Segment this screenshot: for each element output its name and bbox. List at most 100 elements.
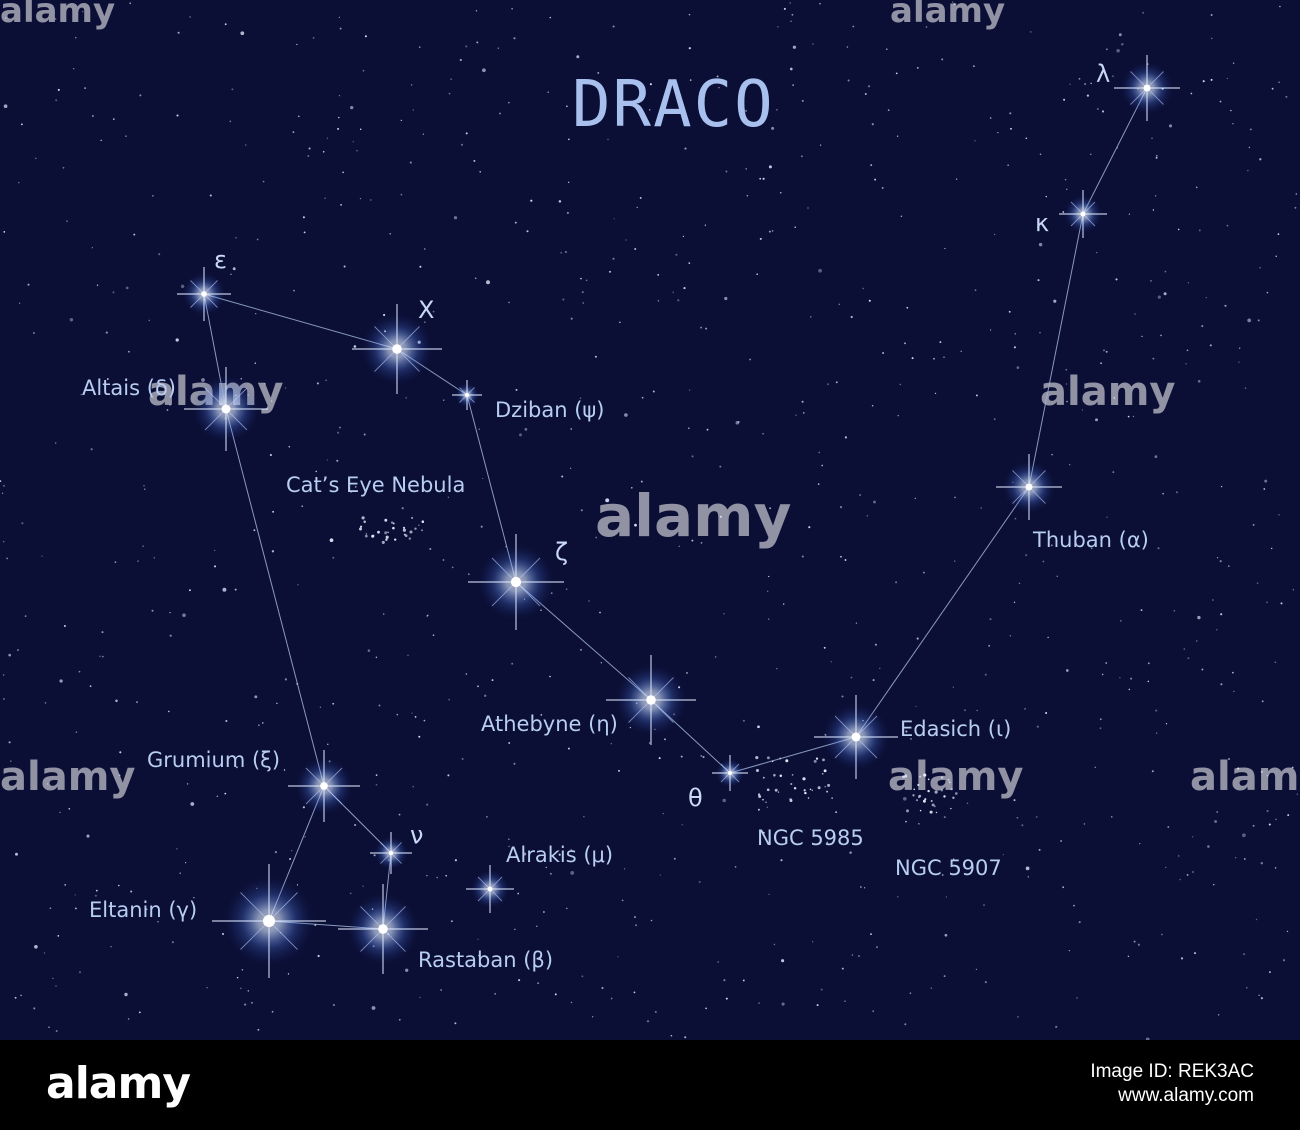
bg-star (68, 807, 71, 810)
label-eltanin: Eltanin (γ) (89, 898, 197, 922)
bg-star (129, 2, 131, 4)
bg-star (316, 382, 319, 385)
bg-star (354, 486, 357, 488)
bg-star (1268, 971, 1271, 974)
star-altais (184, 367, 268, 451)
bg-star (851, 954, 854, 956)
bg-star (570, 317, 573, 320)
bg-star (1038, 242, 1043, 247)
bg-star (952, 1, 954, 3)
bg-star (783, 7, 786, 10)
bg-star (73, 68, 75, 70)
bg-star (569, 467, 572, 469)
bg-star (1213, 883, 1215, 886)
bg-star (682, 235, 685, 238)
bg-star (426, 615, 428, 617)
bg-star (689, 79, 692, 81)
bg-star (618, 769, 620, 772)
bg-star (8, 653, 12, 657)
bg-star (1084, 83, 1087, 86)
bg-star (1244, 387, 1247, 389)
watermarks: alamy alamy alamy alamy alamy alamy alam… (0, 0, 1300, 800)
bg-star (1128, 213, 1131, 215)
bg-star (325, 379, 327, 382)
bg-star (128, 350, 130, 353)
cluster-star (421, 529, 423, 532)
bg-star (1233, 690, 1235, 693)
bg-star (1062, 886, 1065, 889)
bg-star (484, 694, 487, 697)
bg-star (400, 193, 403, 196)
bg-star (1248, 146, 1251, 149)
bg-star (1086, 94, 1090, 97)
bg-star (62, 166, 65, 169)
bg-star (292, 131, 295, 133)
star-nu (370, 832, 412, 874)
bg-star (874, 643, 877, 646)
cluster-star (408, 537, 412, 540)
bg-star (1238, 361, 1240, 363)
bg-star (411, 712, 413, 714)
cluster-star (762, 776, 765, 779)
bg-star (375, 656, 378, 659)
bg-star (944, 933, 948, 937)
bg-star (1291, 766, 1294, 769)
bg-star (59, 679, 63, 683)
bg-star (21, 522, 24, 525)
bg-star (558, 853, 561, 856)
bg-star (308, 147, 311, 150)
cluster-star (924, 798, 927, 801)
cluster-star (774, 788, 778, 792)
bg-star (617, 956, 619, 958)
cluster-star (931, 803, 935, 807)
bg-star (1261, 700, 1264, 703)
bg-star (362, 885, 364, 887)
bg-star (943, 975, 946, 978)
bg-star (646, 1020, 650, 1023)
bg-star (1268, 823, 1271, 826)
bg-star (816, 1004, 819, 1007)
bg-star (405, 968, 409, 972)
bg-star (1294, 206, 1297, 209)
bg-star (1078, 921, 1081, 924)
bg-star (1275, 818, 1277, 821)
bg-star (776, 667, 778, 670)
cluster-star (923, 773, 927, 777)
cluster-star (779, 757, 782, 760)
cluster-star (933, 805, 936, 808)
bg-star (448, 92, 451, 95)
bg-star (1105, 350, 1108, 353)
label-lambda: λ (1096, 60, 1110, 88)
bg-star (1216, 811, 1219, 813)
bg-star (609, 270, 611, 273)
bg-star (613, 218, 615, 220)
bg-star (1111, 816, 1113, 818)
bg-star (1147, 680, 1150, 683)
bg-star (1192, 836, 1194, 838)
bg-star (966, 802, 969, 804)
bg-star (400, 119, 402, 122)
bg-star (332, 556, 335, 559)
bg-star (1094, 766, 1096, 768)
bg-star (719, 515, 722, 518)
star-kappa (1059, 190, 1107, 238)
bg-star (1226, 77, 1229, 80)
bg-star (905, 820, 907, 823)
bg-star (1045, 195, 1048, 198)
bg-star (234, 588, 237, 591)
label-ngc5985: NGC 5985 (757, 826, 864, 850)
bg-star (1090, 153, 1092, 155)
bg-star (110, 946, 112, 948)
label-ngc5907: NGC 5907 (895, 856, 1002, 880)
bg-star (759, 237, 762, 240)
cluster-star (771, 760, 774, 763)
bg-star (1217, 1013, 1220, 1016)
cluster-star (414, 527, 417, 530)
bg-star (558, 200, 562, 203)
bg-star (1266, 601, 1268, 604)
cluster-star (912, 794, 915, 797)
bg-star (339, 27, 342, 30)
bg-star (1242, 833, 1246, 838)
bg-star (681, 824, 683, 826)
bg-star (714, 656, 717, 658)
